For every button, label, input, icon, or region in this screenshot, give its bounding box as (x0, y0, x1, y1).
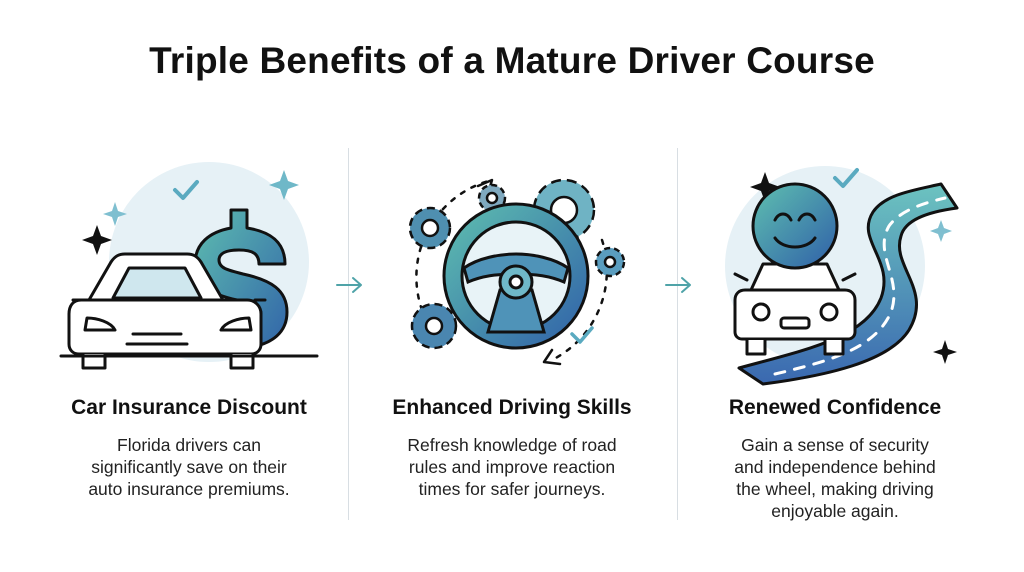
benefit-card-insurance: Car Insurance Discount Florida drivers c… (39, 150, 339, 500)
benefit-card-confidence: Renewed Confidence Gain a sense of secur… (685, 150, 985, 522)
benefit-description: Refresh knowledge of road rules and impr… (407, 435, 617, 499)
smiling-car-road-icon (725, 166, 959, 386)
arrow-right-icon (665, 277, 691, 293)
benefit-heading: Enhanced Driving Skills (392, 396, 632, 419)
benefit-description: Gain a sense of security and independenc… (734, 435, 936, 521)
benefit-description: Florida drivers can significantly save o… (88, 435, 290, 499)
page-title: Triple Benefits of a Mature Driver Cours… (149, 40, 875, 81)
car-dollar-icon (59, 162, 319, 370)
benefit-heading: Renewed Confidence (728, 396, 942, 419)
divider-right (677, 148, 678, 520)
arrow-right-icon (336, 277, 362, 293)
steering-wheel-gears-icon (408, 178, 626, 366)
divider-left (348, 148, 349, 520)
benefit-heading: Car Insurance Discount (71, 396, 307, 419)
benefit-card-skills: Enhanced Driving Skills Refresh knowledg… (362, 150, 662, 500)
